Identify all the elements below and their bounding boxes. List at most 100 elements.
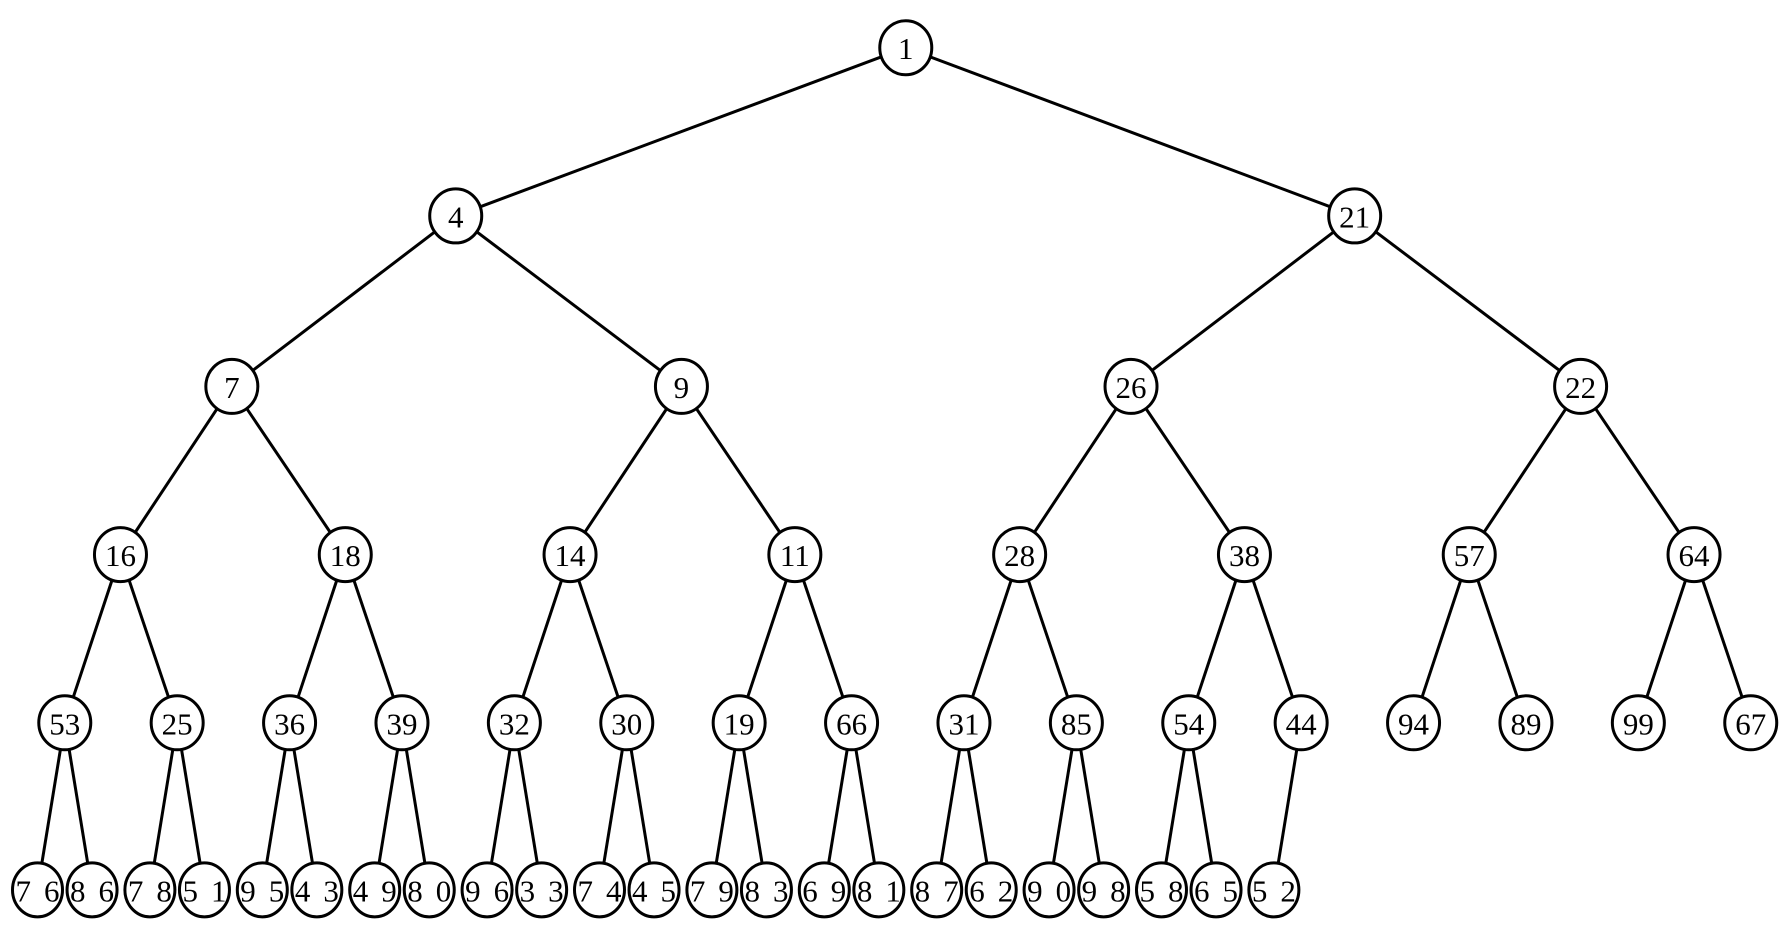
tree-node: 98 [1077, 861, 1131, 919]
node-circle [348, 861, 402, 919]
node-label: 38 [1229, 538, 1260, 573]
node-circle [1048, 694, 1104, 752]
node-label: 39 [386, 706, 417, 741]
tree-edge [455, 46, 907, 218]
node-circle [65, 861, 119, 919]
tree-node: 94 [1386, 694, 1442, 752]
node-circle [627, 861, 681, 919]
tree-node: 87 [910, 861, 964, 919]
tree-node: 64 [1666, 526, 1722, 584]
tree-edge [1467, 554, 1528, 724]
node-circle [739, 861, 793, 919]
tree-edge [1636, 554, 1696, 724]
tree-edge [905, 46, 1356, 218]
tree-node: 22 [1553, 357, 1609, 415]
node-label: 94 [1398, 706, 1430, 741]
node-circle [1161, 694, 1217, 752]
tree-node: 74 [572, 861, 626, 919]
node-label: 9 [674, 370, 690, 405]
node-circle [992, 526, 1048, 584]
tree-edge [1412, 554, 1471, 724]
tree-node: 33 [515, 861, 569, 919]
tree-node: 26 [1103, 357, 1159, 415]
tree-node: 69 [797, 861, 851, 919]
tree-node: 90 [1022, 861, 1076, 919]
tree-edges [36, 46, 1753, 891]
node-circle [572, 861, 626, 919]
node-circle [11, 861, 65, 919]
tree-node: 95 [235, 861, 289, 919]
node-label: 4 [448, 199, 464, 234]
node-circle [1441, 526, 1497, 584]
tree-edge [962, 554, 1022, 724]
node-label: 1 [898, 31, 914, 66]
tree-edge [1187, 554, 1246, 724]
node-circle [177, 861, 231, 919]
tree-node: 62 [964, 861, 1018, 919]
node-circle [685, 861, 739, 919]
tree-node: 52 [1247, 861, 1301, 919]
tree-node: 96 [460, 861, 514, 919]
node-label: 36 [274, 706, 305, 741]
tree-node: 99 [1610, 694, 1666, 752]
node-circle [1103, 357, 1159, 415]
tree-edge [1018, 554, 1078, 724]
tree-edge [1018, 385, 1133, 556]
tree-edge [288, 554, 347, 724]
node-circle [1189, 861, 1243, 919]
node-label: 14 [555, 538, 587, 573]
tree-node: 57 [1441, 526, 1497, 584]
tree-node: 25 [149, 694, 205, 752]
node-circle [1022, 861, 1076, 919]
node-label: 26 [1116, 370, 1147, 405]
tree-node: 85 [1048, 694, 1104, 752]
node-circle [599, 694, 655, 752]
tree-edge [512, 554, 572, 724]
node-label: 11 [780, 538, 810, 573]
node-label: 28 [1004, 538, 1035, 573]
node-circle [1666, 526, 1722, 584]
node-circle [428, 187, 484, 245]
tree-node: 78 [123, 861, 177, 919]
node-circle [204, 357, 260, 415]
tree-node: 83 [739, 861, 793, 919]
node-label: 30 [611, 706, 642, 741]
tree-node: 45 [627, 861, 681, 919]
node-label: 21 [1339, 199, 1370, 234]
node-label: 85 [1061, 706, 1092, 741]
node-circle [1553, 357, 1609, 415]
node-circle [486, 694, 542, 752]
node-label: 16 [105, 538, 136, 573]
node-label: 53 [49, 706, 80, 741]
node-circle [1273, 694, 1329, 752]
node-label: 18 [330, 538, 361, 573]
tree-node: 30 [599, 694, 655, 752]
node-label: 7 [224, 370, 240, 405]
tree-node: 31 [936, 694, 992, 752]
tree-edge [1692, 554, 1753, 724]
tree-edge [1129, 385, 1246, 556]
tree-edge [737, 554, 797, 724]
tree-edge [454, 214, 683, 388]
tree-edge [1243, 554, 1303, 724]
node-circle [290, 861, 344, 919]
tree-node: 21 [1327, 187, 1383, 245]
node-circle [936, 694, 992, 752]
tree-edge [1467, 385, 1582, 556]
tree-node: 7 [204, 357, 260, 415]
node-label: 99 [1623, 706, 1654, 741]
node-circle [262, 694, 318, 752]
node-label: 67 [1735, 706, 1766, 741]
tree-node: 14 [542, 526, 598, 584]
node-circle [402, 861, 456, 919]
node-circle [1247, 861, 1301, 919]
node-label: 25 [162, 706, 193, 741]
tree-node: 89 [1498, 694, 1554, 752]
node-circle [653, 357, 709, 415]
tree-node: 53 [37, 694, 93, 752]
tree-node: 49 [348, 861, 402, 919]
tree-node: 81 [852, 861, 906, 919]
tree-edge [568, 554, 629, 724]
